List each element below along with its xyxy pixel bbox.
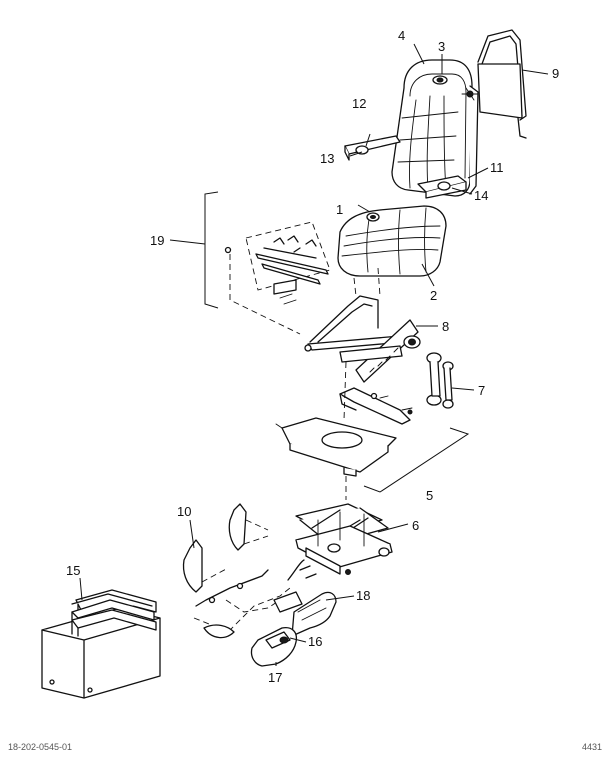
- drawing-number: 18-202-0545-01: [8, 742, 73, 752]
- callout-11: 11: [490, 160, 504, 175]
- callout-9: 9: [552, 66, 559, 81]
- control-handle-18: [291, 591, 337, 637]
- seat-back: [391, 59, 479, 197]
- callout-2: 2: [430, 288, 437, 303]
- seat-cushion: [337, 205, 447, 277]
- callout-18: 18: [356, 588, 370, 603]
- callout-16: 16: [308, 634, 322, 649]
- callout-10: 10: [177, 504, 191, 519]
- right-armrest: [417, 175, 467, 199]
- callout-19: 19: [150, 233, 164, 248]
- callout-7: 7: [478, 383, 485, 398]
- callout-8: 8: [442, 319, 449, 334]
- callout-15: 15: [66, 563, 80, 578]
- side-handle: [461, 29, 527, 139]
- callout-5: 5: [426, 488, 433, 503]
- callout-1: 1: [336, 202, 343, 217]
- swivel-plate-5: [275, 361, 470, 500]
- callout-14: 14: [474, 188, 488, 203]
- callout-6: 6: [412, 518, 419, 533]
- bracket-group-19: [204, 191, 331, 335]
- control-handle-17: [250, 626, 298, 667]
- callout-3: 3: [438, 39, 445, 54]
- callout-13: 13: [320, 151, 334, 166]
- left-armrest: [344, 135, 401, 161]
- shock-absorber-7: [426, 352, 454, 409]
- cover-10: [182, 503, 269, 593]
- callout-17: 17: [268, 670, 282, 685]
- page-reference: 4431: [581, 742, 602, 752]
- guard-box-15: [41, 589, 161, 699]
- scissor-suspension-6: [295, 503, 393, 575]
- linkage-cables: [193, 559, 317, 639]
- callout-labels: 1 2 3 4 5 6 7 8 9 10 11 12 13 14 15 16 1…: [66, 28, 559, 685]
- callout-12: 12: [352, 96, 366, 111]
- callout-4: 4: [398, 28, 405, 43]
- leader-lines: [79, 43, 549, 666]
- seat-frame-8: [304, 267, 421, 383]
